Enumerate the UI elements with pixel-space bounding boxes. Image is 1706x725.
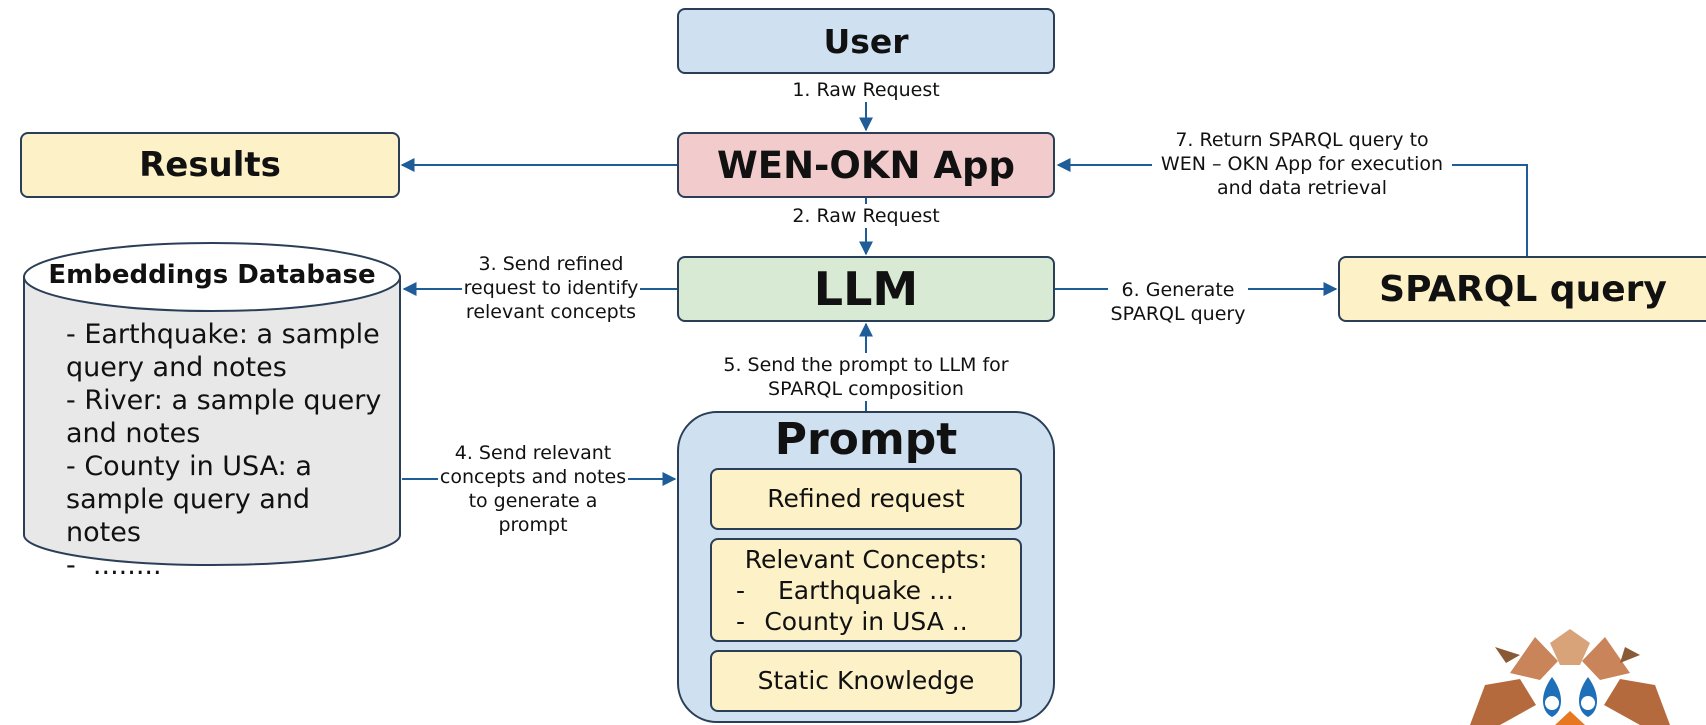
step-4-label: 4. Send relevant concepts and notes to g… bbox=[438, 441, 628, 537]
wen-okn-app-box: WEN-OKN App bbox=[677, 132, 1055, 198]
prompt-title: Prompt bbox=[774, 414, 958, 465]
sparql-query-label: SPARQL query bbox=[1379, 268, 1667, 310]
database-items: - Earthquake: a sample query and notes -… bbox=[66, 318, 386, 582]
static-knowledge-box: Static Knowledge bbox=[710, 650, 1022, 712]
concept-item: -County in USA .. bbox=[736, 607, 968, 636]
static-knowledge-label: Static Knowledge bbox=[757, 666, 975, 695]
database-item: - County in USA: a sample query and note… bbox=[66, 451, 312, 548]
step-1-label: 1. Raw Request bbox=[776, 78, 956, 102]
database-title: Embeddings Database bbox=[48, 260, 376, 290]
step-2-label: 2. Raw Request bbox=[776, 204, 956, 228]
step-7-label: 7. Return SPARQL query to WEN – OKN App … bbox=[1152, 128, 1452, 200]
database-item: - Earthquake: a sample query and notes bbox=[66, 319, 380, 383]
sparql-query-box: SPARQL query bbox=[1338, 256, 1706, 322]
step-6-label: 6. Generate SPARQL query bbox=[1108, 278, 1248, 326]
wen-okn-logo bbox=[1470, 629, 1670, 725]
user-box: User bbox=[677, 8, 1055, 74]
database-cylinder bbox=[23, 242, 401, 566]
relevant-concepts-title: Relevant Concepts: bbox=[744, 545, 988, 574]
concept-item: -Earthquake … bbox=[736, 576, 954, 605]
relevant-concepts-box: Relevant Concepts: -Earthquake … -County… bbox=[710, 538, 1022, 642]
results-label: Results bbox=[139, 145, 281, 185]
user-box-label: User bbox=[823, 21, 909, 61]
refined-request-box: Refined request bbox=[710, 468, 1022, 530]
llm-box: LLM bbox=[677, 256, 1055, 322]
step-5-label: 5. Send the prompt to LLM for SPARQL com… bbox=[718, 353, 1014, 401]
llm-label: LLM bbox=[813, 262, 919, 316]
refined-request-label: Refined request bbox=[767, 484, 965, 513]
wen-okn-app-label: WEN-OKN App bbox=[717, 143, 1015, 187]
database-item: - River: a sample query and notes bbox=[66, 385, 382, 449]
step-3-label: 3. Send refined request to identify rele… bbox=[462, 252, 640, 324]
database-item: - ........ bbox=[66, 550, 162, 581]
results-box: Results bbox=[20, 132, 400, 198]
